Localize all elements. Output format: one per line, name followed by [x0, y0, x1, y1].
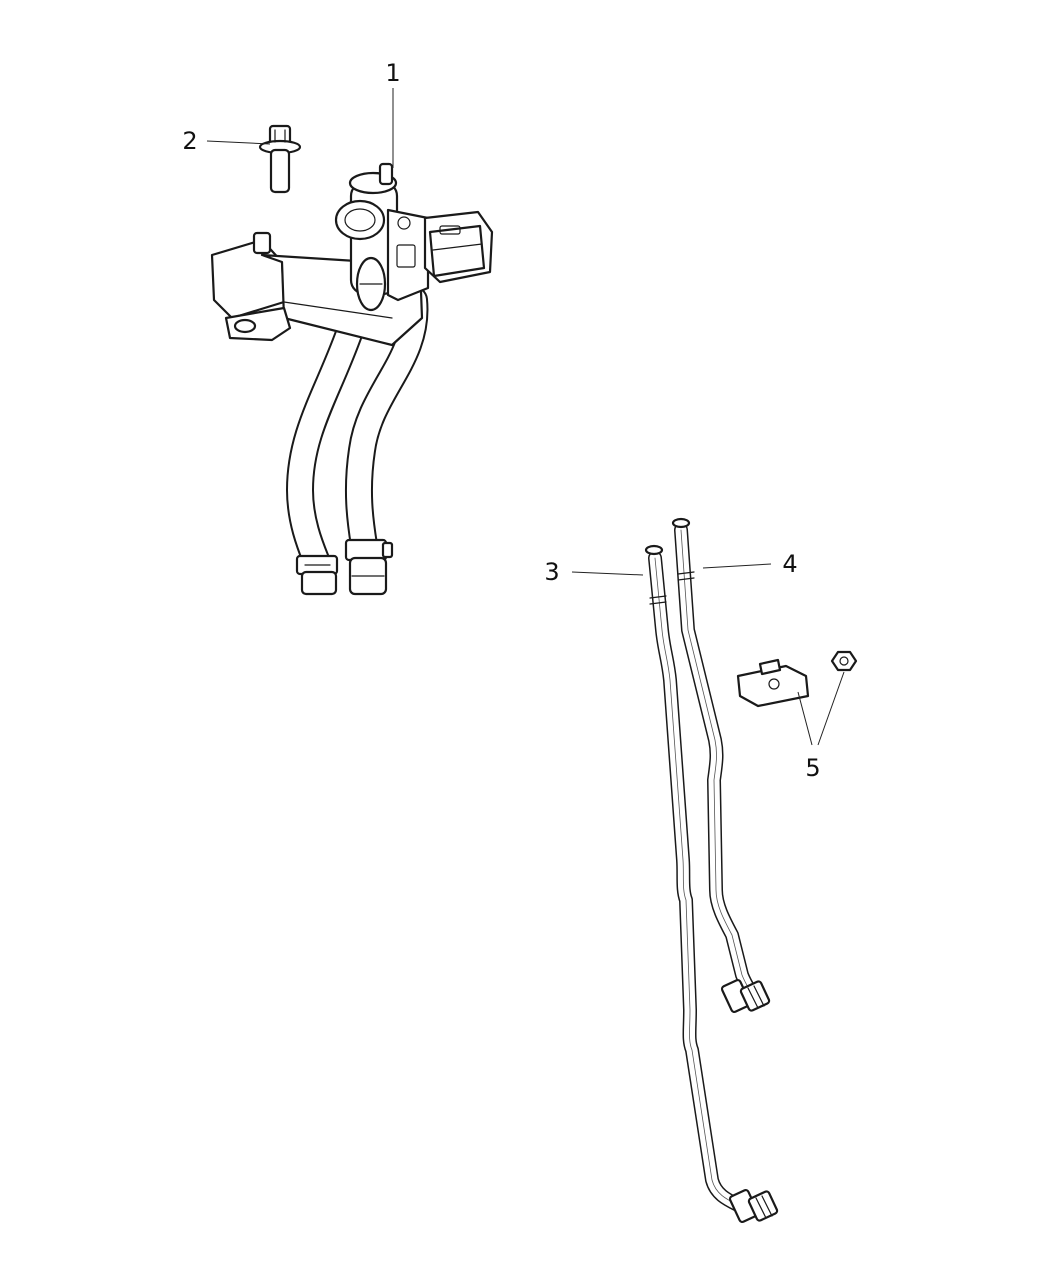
- callout-labels: 1 2 3 4 5: [182, 59, 820, 782]
- part-1-hose-clamp-right: [344, 538, 394, 596]
- part-5-clip: [736, 658, 810, 708]
- part-4-tube[interactable]: [671, 517, 771, 1014]
- callout-4: 4: [782, 550, 797, 578]
- leader-5b: [817, 671, 845, 746]
- part-1-hose-clamp-left: [295, 554, 339, 596]
- part-1-valve-body: [334, 162, 430, 312]
- part-4-tube-fitting: [720, 978, 771, 1014]
- part-2-bolt[interactable]: [258, 124, 302, 194]
- part-5-nut: [830, 650, 858, 672]
- leader-3: [571, 571, 644, 576]
- part-1-valve-assembly[interactable]: [210, 162, 494, 596]
- part-3-tube[interactable]: [644, 544, 779, 1224]
- callout-3: 3: [544, 558, 559, 586]
- callout-2: 2: [182, 127, 197, 155]
- leader-4: [702, 563, 772, 569]
- part-1-electrical-connector: [423, 210, 494, 284]
- part-1-hose-left: [286, 311, 366, 574]
- part-1-hose-right: [344, 286, 429, 559]
- leader-lines: [206, 88, 845, 746]
- leader-2: [206, 140, 271, 145]
- leader-5a: [797, 691, 813, 746]
- callout-5: 5: [805, 754, 820, 782]
- callout-1: 1: [385, 59, 400, 87]
- part-5-clip-and-nut[interactable]: [736, 650, 858, 708]
- part-3-tube-fitting: [728, 1188, 779, 1224]
